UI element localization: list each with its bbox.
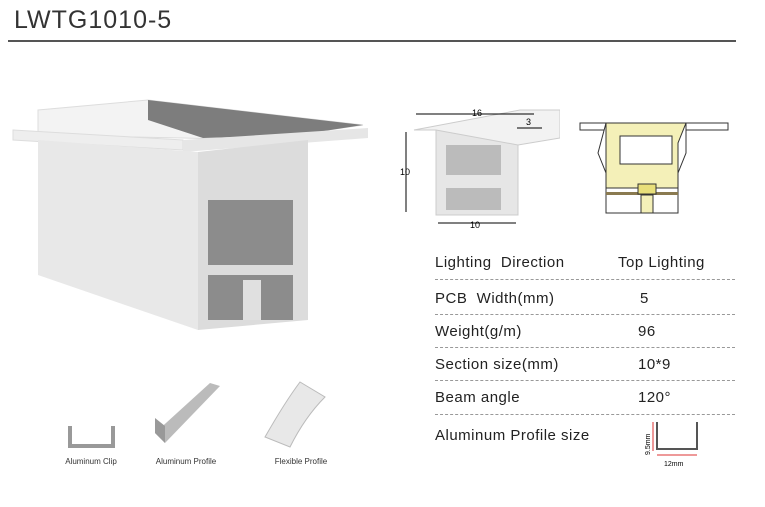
spec-value: 96: [638, 323, 656, 340]
cross-section-drawing: [579, 122, 729, 214]
spec-row-aluminum-profile-size: Aluminum Profile size: [435, 427, 735, 444]
divider: [435, 347, 735, 348]
dim-bottom-width: 10: [470, 220, 480, 230]
divider: [435, 279, 735, 280]
aluminum-clip-image: [68, 426, 115, 448]
spec-value: 120°: [638, 389, 672, 406]
flexible-profile-image: [264, 381, 326, 448]
caption-flexible-profile: Flexible Profile: [274, 457, 328, 466]
spec-label: Lighting Direction: [435, 254, 565, 271]
spec-label: Beam angle: [435, 389, 521, 406]
spec-label: PCB Width(mm): [435, 290, 555, 307]
spec-row-beam-angle: Beam angle 120°: [435, 389, 735, 406]
caption-aluminum-clip: Aluminum Clip: [65, 457, 117, 466]
alu-width-label: 12mm: [664, 461, 684, 468]
dim-height: 10: [400, 167, 410, 177]
product-title: LWTG1010-5: [14, 6, 173, 34]
spec-row-pcb-width: PCB Width(mm) 5: [435, 290, 735, 307]
divider: [435, 414, 735, 415]
spec-value: 5: [640, 290, 649, 307]
caption-aluminum-profile: Aluminum Profile: [155, 457, 217, 466]
spec-row-section-size: Section size(mm) 10*9: [435, 356, 735, 373]
spec-value: Top Lighting: [618, 254, 705, 271]
alu-height-label: 9.5mm: [645, 433, 652, 455]
spec-row-weight: Weight(g/m) 96: [435, 323, 735, 340]
divider: [435, 314, 735, 315]
dim-top-width: 16: [472, 108, 482, 118]
dimension-drawing: 16 3 10 10: [400, 108, 560, 230]
spec-value: 10*9: [638, 356, 671, 373]
spec-row-lighting-direction: Lighting Direction Top Lighting: [435, 254, 735, 271]
spec-label: Section size(mm): [435, 356, 559, 373]
spec-label: Weight(g/m): [435, 323, 522, 340]
aluminum-profile-size-drawing: 9.5mm 12mm: [645, 422, 698, 468]
dim-flange: 3: [526, 117, 531, 127]
divider: [435, 380, 735, 381]
spec-label: Aluminum Profile size: [435, 427, 590, 444]
title-divider: [8, 40, 736, 42]
aluminum-profile-image: [155, 383, 220, 443]
profile-3d-render: [12, 99, 368, 330]
